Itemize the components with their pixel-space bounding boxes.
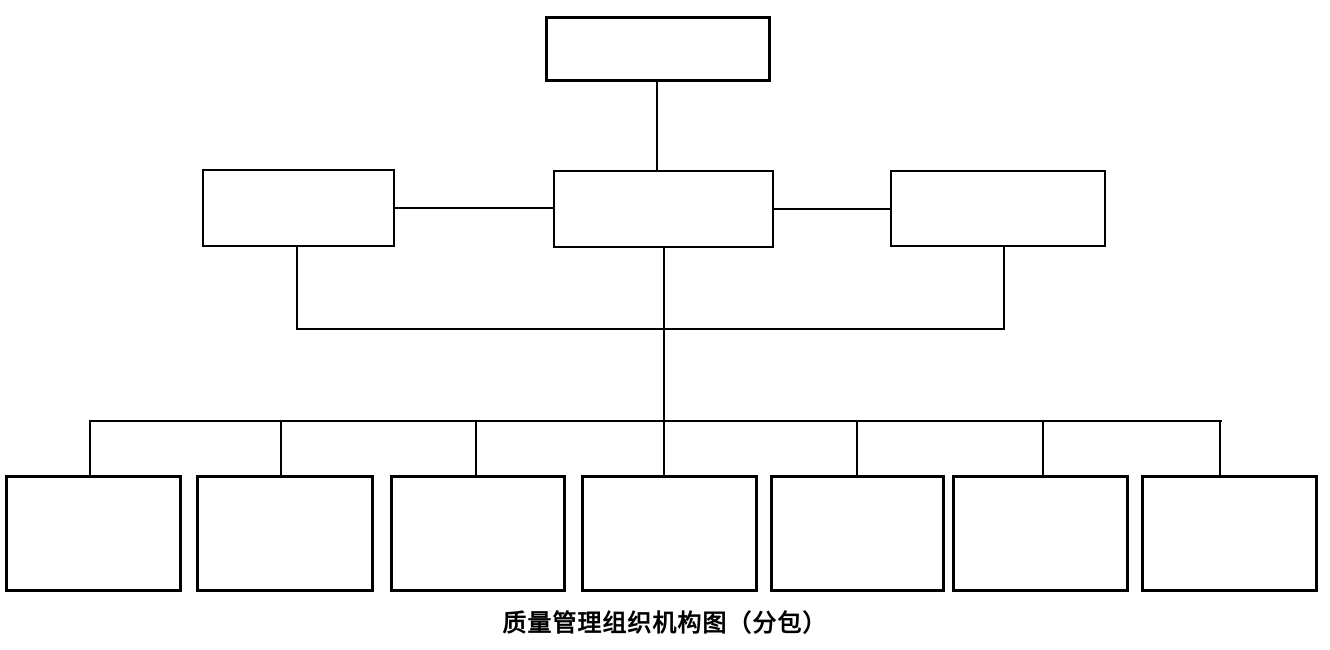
connector-center-to-right <box>774 208 890 210</box>
connector-right-drop <box>1003 245 1005 330</box>
org-box-row3-2 <box>196 475 374 592</box>
connector-stub-2 <box>280 420 282 476</box>
connector-stub-1 <box>89 420 91 476</box>
org-box-row2-right <box>890 170 1106 247</box>
diagram-caption: 质量管理组织机构图（分包） <box>502 608 828 637</box>
connector-left-drop <box>296 245 298 330</box>
org-box-row3-5 <box>770 475 945 592</box>
org-box-row2-left <box>202 169 395 247</box>
org-box-row3-6 <box>952 475 1129 592</box>
org-box-row3-1 <box>5 475 182 592</box>
org-box-row2-center <box>553 170 774 248</box>
connector-top-to-center <box>656 81 658 170</box>
connector-left-to-center <box>395 207 553 209</box>
connector-center-drop <box>663 248 665 420</box>
connector-stub-4 <box>663 420 665 476</box>
connector-stub-5 <box>856 420 858 476</box>
connector-stub-7 <box>1219 420 1221 476</box>
connector-mid-horizontal <box>296 328 1005 330</box>
org-box-row3-3 <box>390 475 566 592</box>
org-box-top <box>545 16 771 82</box>
connector-distributor <box>89 420 1222 422</box>
connector-stub-6 <box>1042 420 1044 476</box>
connector-stub-3 <box>475 420 477 476</box>
org-box-row3-4 <box>581 475 758 592</box>
org-box-row3-7 <box>1141 475 1318 592</box>
